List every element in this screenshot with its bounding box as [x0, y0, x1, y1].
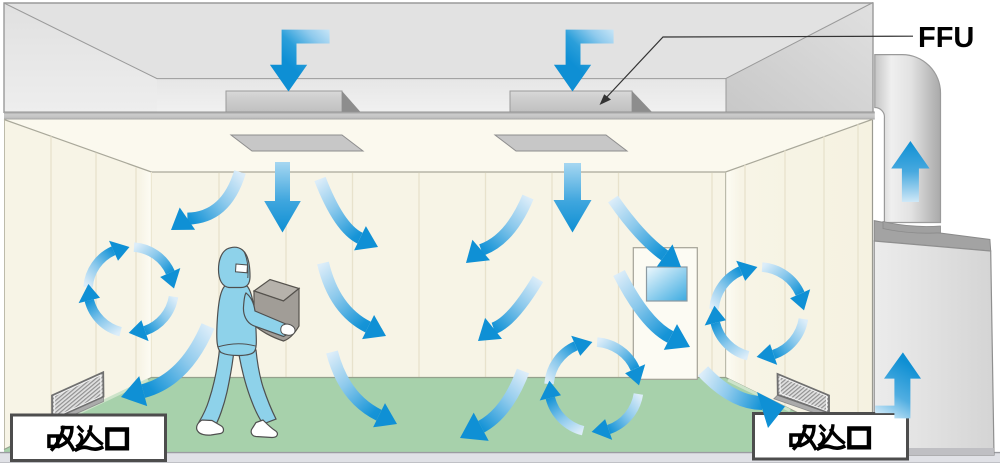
svg-text:FFU: FFU [918, 22, 974, 54]
